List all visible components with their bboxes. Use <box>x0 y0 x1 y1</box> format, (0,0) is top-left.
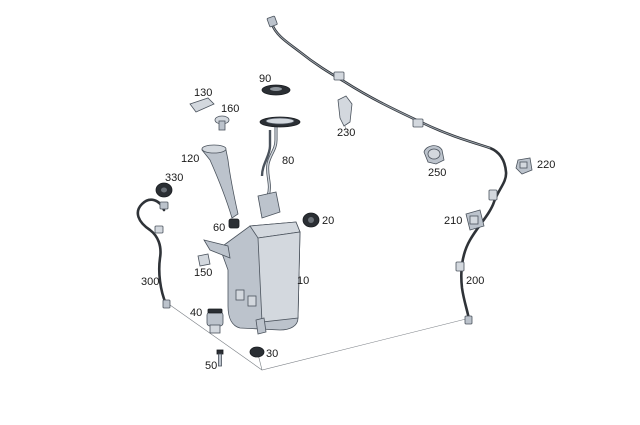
nozzle-220 <box>515 157 533 175</box>
clip-230 <box>337 95 353 131</box>
callout-40: 40 <box>190 307 202 319</box>
callout-80: 80 <box>282 155 294 167</box>
clamp-250 <box>423 145 445 165</box>
screw-50 <box>216 349 224 367</box>
callout-210: 210 <box>444 215 462 227</box>
callout-200: 200 <box>466 275 484 287</box>
callout-220: 220 <box>537 159 555 171</box>
hose-200 <box>266 15 508 325</box>
callout-labels: 10 20 30 40 50 60 80 90 120 130 150 160 … <box>141 73 555 372</box>
callout-230: 230 <box>337 127 355 139</box>
callout-50: 50 <box>205 360 217 372</box>
filler-neck-120 <box>201 144 239 219</box>
callout-250: 250 <box>428 167 446 179</box>
callout-20: 20 <box>322 215 334 227</box>
callout-160: 160 <box>221 103 239 115</box>
grommet-60 <box>228 218 240 229</box>
callout-120: 120 <box>181 153 199 165</box>
callout-90: 90 <box>259 73 271 85</box>
bracket-150 <box>197 253 211 267</box>
callout-150: 150 <box>194 267 212 279</box>
seal-90 <box>261 84 291 96</box>
callout-30: 30 <box>266 348 278 360</box>
plug-160 <box>214 115 230 131</box>
callout-10: 10 <box>297 275 309 287</box>
pump-40 <box>206 308 224 334</box>
grommet-20 <box>302 212 320 228</box>
callout-330: 330 <box>165 172 183 184</box>
cap-130 <box>189 97 215 113</box>
sensor-pipe-80 <box>257 116 301 219</box>
callout-60: 60 <box>213 222 225 234</box>
nozzle-210 <box>465 209 485 231</box>
callout-130: 130 <box>194 87 212 99</box>
grommet-330 <box>155 182 173 198</box>
hose-300 <box>136 198 171 309</box>
grommet-30 <box>249 346 265 358</box>
reservoir-10 <box>203 221 301 335</box>
callout-300: 300 <box>141 276 159 288</box>
